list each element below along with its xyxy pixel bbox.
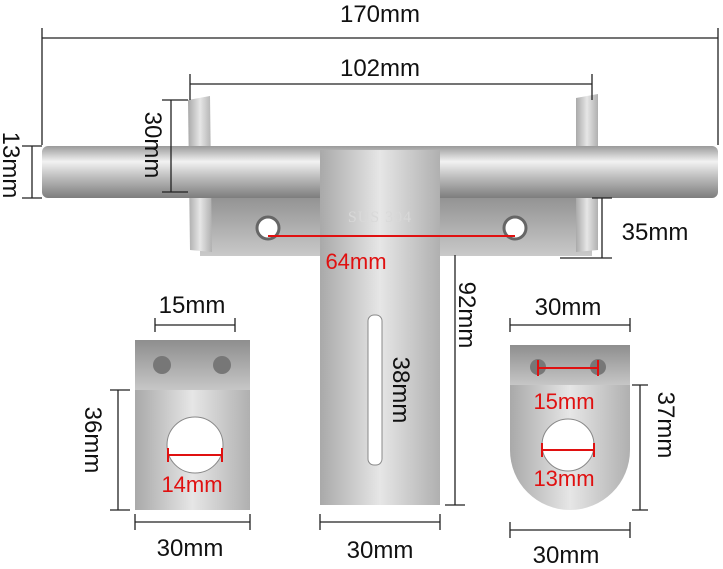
hasp-width-label: 30mm: [347, 537, 414, 564]
right-top-width-label: 30mm: [535, 294, 602, 321]
hasp-length-label: 92mm: [453, 282, 480, 349]
left-hole-diameter-label: 14mm: [161, 472, 222, 497]
slot-length-label: 38mm: [387, 357, 414, 424]
left-keeper: [135, 340, 250, 510]
left-height-label: 36mm: [79, 407, 106, 474]
rod-diameter-label: 13mm: [0, 132, 24, 199]
bracket-spacing-label: 102mm: [340, 55, 420, 82]
left-keeper-hole: [166, 416, 224, 474]
dimension-lines: [22, 28, 719, 538]
total-length-label: 170mm: [340, 1, 420, 28]
hasp-slot: [367, 314, 383, 466]
left-width-label: 30mm: [157, 535, 224, 562]
right-keeper-hole: [541, 418, 595, 472]
base-height-label: 35mm: [622, 219, 689, 246]
right-width-label: 30mm: [533, 542, 600, 569]
screw-hole-left: [255, 215, 281, 241]
hole-spacing-label: 64mm: [325, 249, 386, 274]
screw-hole-right: [502, 215, 528, 241]
material-stamp: SUS 304: [348, 209, 412, 226]
left-hole-spacing-label: 15mm: [159, 292, 226, 319]
right-keeper: [510, 345, 630, 510]
right-hole-diameter-label: 13mm: [533, 466, 594, 491]
barrel-bolt: SUS 304: [42, 94, 718, 505]
right-hole-spacing-label: 15mm: [533, 389, 594, 414]
bracket-height-label: 30mm: [139, 112, 166, 179]
right-height-label: 37mm: [652, 392, 679, 459]
